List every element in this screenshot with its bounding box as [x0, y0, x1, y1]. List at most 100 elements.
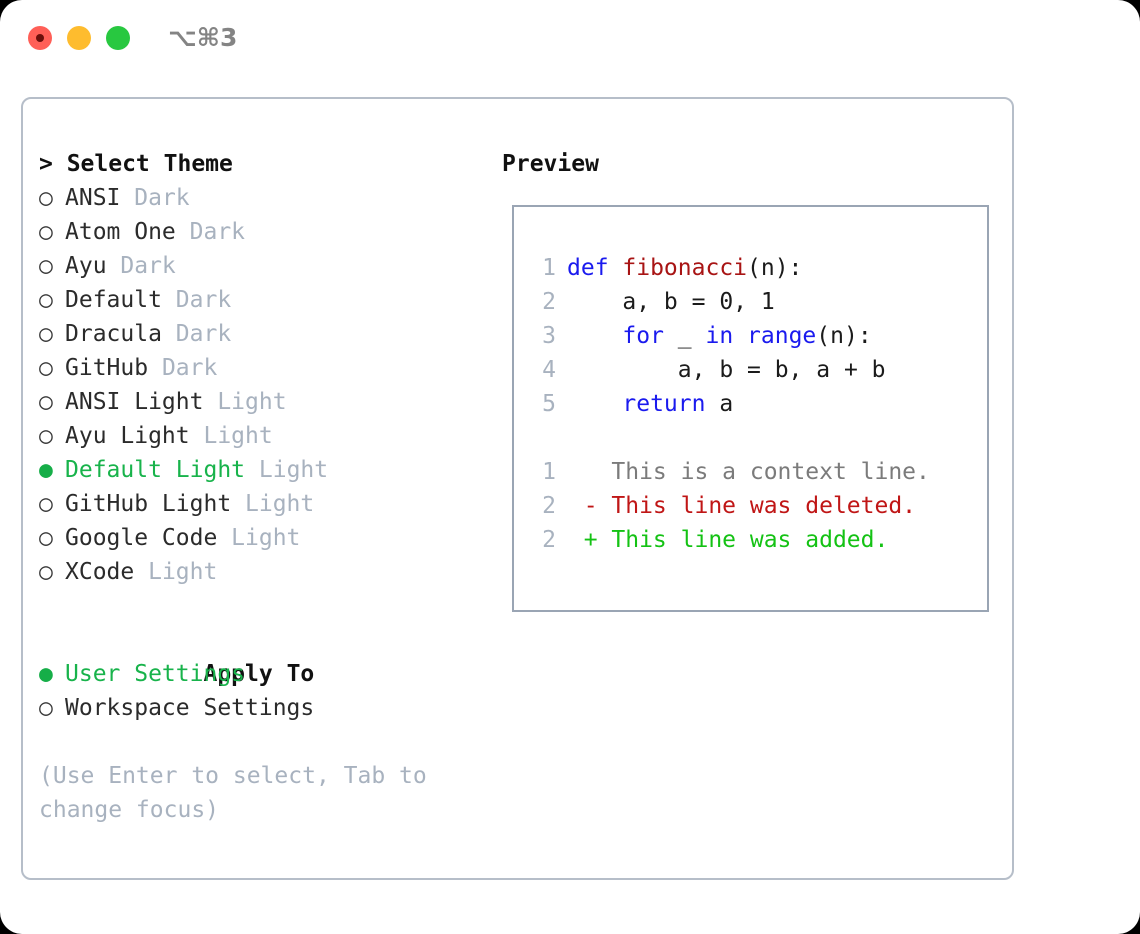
- window-controls: [28, 26, 130, 50]
- theme-item-tag: Light: [203, 423, 273, 449]
- diff-text: This is a context line.: [611, 459, 930, 485]
- diff-line-number: 1: [542, 459, 556, 485]
- radio-unselected-icon[interactable]: ○: [39, 423, 67, 449]
- code-line: 1 def fibonacci(n):: [528, 251, 979, 285]
- radio-unselected-icon[interactable]: ○: [39, 287, 67, 313]
- radio-unselected-icon[interactable]: ○: [39, 253, 67, 279]
- code-token: a: [705, 391, 734, 417]
- apply-to-list: ● User Settings○ Workspace Settings: [39, 657, 479, 725]
- radio-unselected-icon[interactable]: ○: [39, 559, 67, 585]
- code-token: [567, 391, 622, 417]
- theme-item-tag: Light: [148, 559, 218, 585]
- main-panel: > Select Theme ○ ANSI Dark○ Atom One Dar…: [21, 97, 1014, 880]
- diff-text: This line was deleted.: [611, 493, 917, 519]
- apply-to-item-label: User Settings: [65, 661, 246, 687]
- theme-item-label: GitHub: [65, 355, 162, 381]
- theme-item-label: Atom One: [65, 219, 190, 245]
- radio-unselected-icon[interactable]: ○: [39, 525, 67, 551]
- code-token: for: [622, 323, 664, 349]
- preview-section: Preview: [502, 147, 1002, 181]
- theme-item-label: ANSI Light: [65, 389, 218, 415]
- theme-item-label: Default Light: [65, 457, 259, 483]
- code-gutter-gap: [556, 285, 567, 319]
- diff-line-number: 2: [542, 527, 556, 553]
- window-title: ⌥⌘3: [168, 23, 238, 52]
- theme-item-label: Ayu Light: [65, 423, 204, 449]
- radio-unselected-icon[interactable]: ○: [39, 491, 67, 517]
- theme-item-tag: Dark: [189, 219, 246, 245]
- theme-item-label: Ayu: [65, 253, 121, 279]
- apply-to-header: Apply To: [39, 623, 479, 687]
- theme-list-item[interactable]: ○ Google Code Light: [39, 521, 479, 555]
- diff-line: 2 - This line was deleted.: [528, 489, 979, 523]
- theme-picker: > Select Theme ○ ANSI Dark○ Atom One Dar…: [39, 147, 479, 725]
- theme-item-label: Dracula: [65, 321, 176, 347]
- keyboard-hint: (Use Enter to select, Tab to change focu…: [39, 763, 441, 823]
- code-token: in: [705, 323, 734, 349]
- list-spacer: [39, 589, 479, 623]
- theme-list-item[interactable]: ○ Atom One Dark: [39, 215, 479, 249]
- code-token: def: [567, 255, 623, 281]
- code-token: [567, 323, 622, 349]
- theme-item-label: XCode: [65, 559, 149, 585]
- radio-unselected-icon[interactable]: ○: [39, 389, 67, 415]
- theme-item-tag: Light: [217, 389, 287, 415]
- code-line: 2 a, b = 0, 1: [528, 285, 979, 319]
- radio-selected-icon[interactable]: ●: [39, 661, 67, 687]
- apply-to-item[interactable]: ○ Workspace Settings: [39, 691, 479, 725]
- diff-line-number: 2: [542, 493, 556, 519]
- maximize-button[interactable]: [106, 26, 130, 50]
- theme-list-item[interactable]: ○ Ayu Light Light: [39, 419, 479, 453]
- radio-unselected-icon[interactable]: ○: [39, 185, 67, 211]
- code-token: a, b = b, a + b: [567, 357, 886, 383]
- theme-list-item[interactable]: ○ ANSI Dark: [39, 181, 479, 215]
- diff-marker: -: [556, 493, 612, 519]
- theme-list-item[interactable]: ○ Default Dark: [39, 283, 479, 317]
- theme-list: ○ ANSI Dark○ Atom One Dark○ Ayu Dark○ De…: [39, 181, 479, 589]
- code-line-number: 4: [542, 357, 556, 383]
- theme-list-item[interactable]: ● Default Light Light: [39, 453, 479, 487]
- title-bar: ⌥⌘3: [0, 0, 1140, 78]
- theme-item-tag: Dark: [175, 321, 232, 347]
- diff-sample: 1 This is a context line. 2 - This line w…: [528, 455, 979, 557]
- theme-item-tag: Dark: [134, 185, 190, 211]
- preview-title: Preview: [502, 151, 599, 177]
- apply-to-item-label: Workspace Settings: [65, 695, 315, 721]
- radio-unselected-icon[interactable]: ○: [39, 219, 67, 245]
- theme-item-tag: Dark: [175, 287, 232, 313]
- theme-item-tag: Light: [245, 491, 315, 517]
- code-token: range: [747, 323, 817, 349]
- radio-unselected-icon[interactable]: ○: [39, 355, 67, 381]
- code-line-number: 1: [542, 255, 556, 281]
- diff-line: 2 + This line was added.: [528, 523, 979, 557]
- diff-marker: [556, 459, 611, 485]
- code-gutter-gap: [556, 319, 567, 353]
- code-gutter-gap: [556, 353, 567, 387]
- theme-item-tag: Light: [258, 457, 329, 483]
- theme-list-item[interactable]: ○ GitHub Light Light: [39, 487, 479, 521]
- code-line-number: 5: [542, 391, 556, 417]
- theme-item-tag: Dark: [120, 253, 176, 279]
- radio-selected-icon[interactable]: ●: [39, 457, 67, 483]
- theme-list-item[interactable]: ○ ANSI Light Light: [39, 385, 479, 419]
- radio-unselected-icon[interactable]: ○: [39, 695, 67, 721]
- theme-list-item[interactable]: ○ GitHub Dark: [39, 351, 479, 385]
- minimize-button[interactable]: [67, 26, 91, 50]
- close-button[interactable]: [28, 26, 52, 50]
- apply-to-item[interactable]: ● User Settings: [39, 657, 479, 691]
- code-token: return: [622, 391, 706, 417]
- diff-marker: +: [556, 527, 612, 553]
- code-token: fibonacci: [622, 255, 748, 281]
- radio-unselected-icon[interactable]: ○: [39, 321, 67, 347]
- apply-to-header-label: Apply To: [203, 661, 315, 687]
- theme-list-item[interactable]: ○ XCode Light: [39, 555, 479, 589]
- code-token: (n):: [747, 255, 803, 281]
- theme-list-item[interactable]: ○ Ayu Dark: [39, 249, 479, 283]
- theme-item-tag: Light: [231, 525, 301, 551]
- theme-list-item[interactable]: ○ Dracula Dark: [39, 317, 479, 351]
- code-line-number: 2: [542, 289, 556, 315]
